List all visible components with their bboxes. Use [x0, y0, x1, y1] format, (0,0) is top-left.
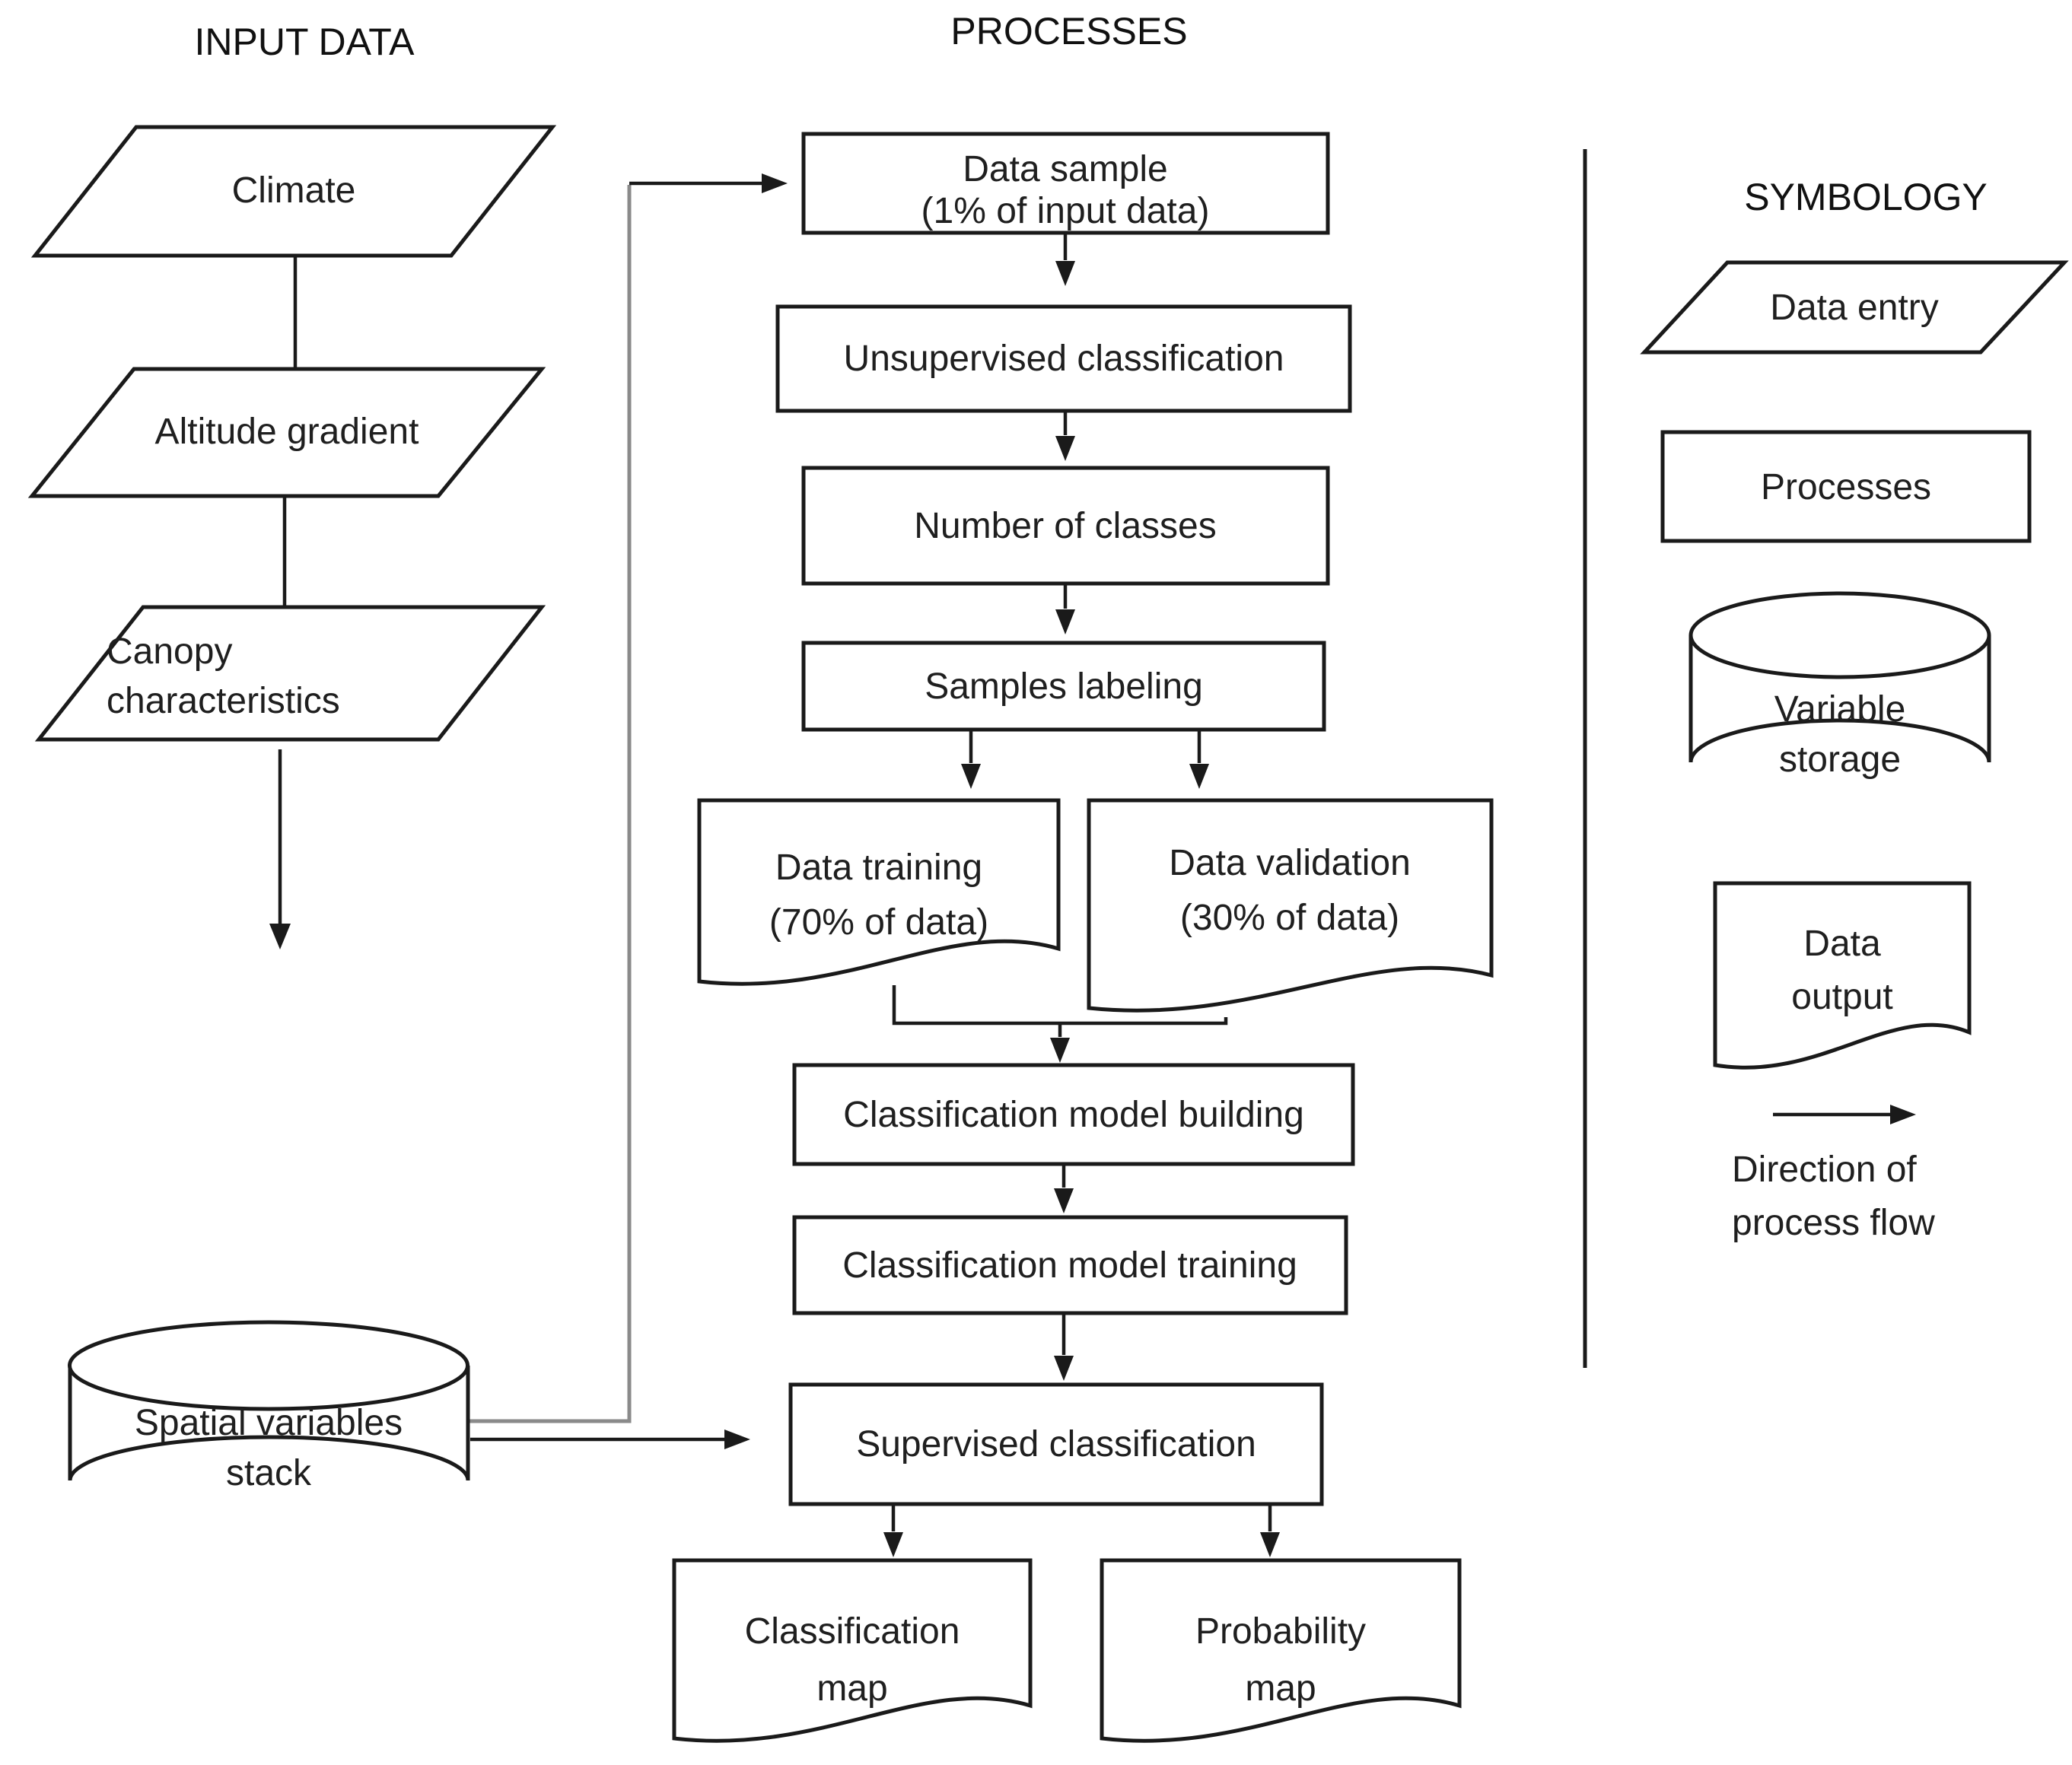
node-data-validation: [1087, 798, 1494, 1013]
legend-direction-label-line2: process flow: [1732, 1203, 1935, 1243]
node-classification-map-label-line1: Classification: [745, 1611, 960, 1652]
node-data-training-label-line1: Data training: [775, 848, 982, 888]
node-probability-map-label-line1: Probability: [1195, 1611, 1366, 1652]
arrowhead-data-training: [961, 764, 981, 789]
node-model-building-label: Classification model building: [843, 1095, 1304, 1135]
node-number-of-classes-label: Number of classes: [914, 506, 1216, 546]
node-canopy-characteristics: [34, 605, 546, 742]
legend-variable-storage-label-line2: storage: [1779, 739, 1901, 780]
node-data-validation-label-line1: Data validation: [1169, 843, 1411, 883]
legend-variable-storage-label-line1: Variable: [1774, 689, 1906, 730]
legend-direction-label-line1: Direction of: [1732, 1150, 1917, 1190]
legend-flow-arrowhead: [1890, 1105, 1916, 1124]
node-canopy-label-line2: characteristics: [107, 681, 340, 721]
node-climate: [30, 125, 557, 258]
arrowhead-supervised: [1054, 1356, 1074, 1381]
connector-stack-to-data-sample: [468, 185, 632, 1423]
node-stack-label-line1: Spatial variables: [135, 1403, 403, 1443]
node-samples-labeling-label: Samples labeling: [925, 666, 1203, 707]
legend-variable-storage-top: [1688, 591, 1991, 679]
node-model-training-label: Classification model training: [842, 1245, 1297, 1286]
arrowhead-canopy-stack: [269, 924, 291, 949]
arrowhead-into-data-sample: [762, 173, 788, 193]
node-unsupervised-classification: [775, 304, 1352, 413]
arrowhead-model-training: [1054, 1188, 1074, 1213]
arrowhead-labeling: [1055, 609, 1075, 634]
node-altitude-gradient: [27, 367, 546, 498]
node-climate-label: Climate: [232, 170, 356, 211]
heading-input-data: INPUT DATA: [195, 21, 415, 63]
node-model-building: [792, 1063, 1355, 1166]
legend-processes: [1660, 430, 2032, 543]
node-number-of-classes: [801, 466, 1330, 586]
arrowhead-model-building: [1050, 1038, 1070, 1063]
arrowhead-unsupervised: [1055, 261, 1075, 286]
node-samples-labeling: [801, 641, 1326, 732]
arrowhead-classes: [1055, 436, 1075, 461]
legend-data-output: [1713, 881, 1972, 1070]
node-unsupervised-label: Unsupervised classification: [844, 339, 1284, 379]
node-data-sample-label-line1: Data sample: [963, 149, 1167, 189]
node-data-sample-label-line2: (1% of input data): [921, 191, 1210, 231]
legend-data-entry-label: Data entry: [1770, 288, 1938, 328]
arrowhead-data-validation: [1189, 764, 1209, 789]
legend-data-output-label-line2: output: [1791, 977, 1892, 1017]
node-canopy-label-line1: Canopy: [107, 631, 232, 672]
node-altitude-gradient-label: Altitude gradient: [155, 412, 419, 452]
legend-processes-label: Processes: [1761, 467, 1931, 507]
legend-data-entry: [1640, 260, 2069, 355]
arrowhead-probability-map: [1260, 1532, 1280, 1557]
arrowhead-classification-map: [883, 1532, 903, 1557]
node-data-training: [697, 798, 1061, 986]
node-supervised-label: Supervised classification: [856, 1424, 1256, 1464]
node-stack-top: [68, 1320, 469, 1411]
heading-symbology: SYMBOLOGY: [1744, 176, 1988, 218]
arrowhead-into-supervised: [724, 1429, 750, 1449]
legend-data-output-label-line1: Data: [1803, 924, 1881, 964]
node-probability-map: [1100, 1558, 1462, 1743]
node-classification-map: [672, 1558, 1033, 1743]
node-model-training: [792, 1215, 1348, 1315]
node-classification-map-label-line2: map: [816, 1668, 887, 1709]
node-supervised-classification: [788, 1382, 1324, 1506]
node-stack-label-line2: stack: [226, 1453, 312, 1493]
node-data-training-label-line2: (70% of data): [769, 902, 988, 943]
node-data-validation-label-line2: (30% of data): [1180, 898, 1399, 938]
heading-processes: PROCESSES: [950, 10, 1187, 52]
node-probability-map-label-line2: map: [1245, 1668, 1316, 1709]
